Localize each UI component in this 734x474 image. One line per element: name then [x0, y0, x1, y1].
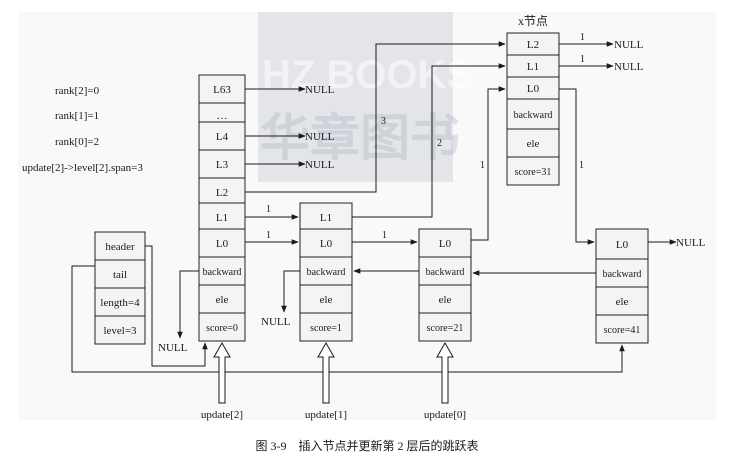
update-0-label: update[0] — [424, 409, 466, 421]
null-label-l4: NULL — [305, 131, 335, 143]
node-score-41: L0 backward ele score=41 — [595, 228, 649, 344]
node21-level-l0: L0 — [439, 238, 452, 250]
node-score-21: L0 backward ele score=21 — [418, 228, 472, 342]
head-level-ellipsis: … — [217, 110, 228, 122]
node1-backward: backward — [307, 267, 346, 278]
svg-text:华章图书: 华章图书 — [260, 109, 460, 167]
span-head-l1: 1 — [266, 204, 271, 215]
span-x-l0: 1 — [579, 160, 584, 171]
xnode-level-l1: L1 — [527, 61, 539, 73]
head-level-l4: L4 — [216, 131, 229, 143]
head-backward: backward — [203, 267, 242, 278]
struct-pointers — [71, 245, 625, 373]
length-field: length=4 — [100, 297, 140, 309]
node1-level-l0: L0 — [320, 238, 333, 250]
forward-pointers: 3 1 1 2 1 1 1 — [245, 41, 595, 245]
update-2-label: update[2] — [201, 409, 243, 421]
head-level-l2: L2 — [216, 187, 228, 199]
node1-level-l1: L1 — [320, 212, 332, 224]
head-ele: ele — [216, 294, 229, 306]
figure-caption: 图 3-9 插入节点并更新第 2 层后的跳跃表 — [256, 438, 479, 453]
header-field: header — [105, 241, 135, 253]
span-n1-l1: 2 — [437, 138, 442, 149]
xnode-score: score=31 — [515, 167, 552, 178]
node21-backward: backward — [426, 267, 465, 278]
span-head-l2: 3 — [381, 116, 386, 127]
rank-1-text: rank[1]=1 — [55, 110, 99, 122]
update-span-text: update[2]->level[2].span=3 — [22, 162, 143, 174]
xnode-level-l0: L0 — [527, 83, 540, 95]
diagram-background — [18, 12, 716, 420]
node1-score: score=1 — [310, 323, 342, 334]
rank-2-text: rank[2]=0 — [55, 85, 100, 97]
head-level-l3: L3 — [216, 159, 229, 171]
head-level-l63: L63 — [213, 84, 231, 96]
node41-level-l0: L0 — [616, 239, 629, 251]
zskiplist-struct: header tail length=4 level=3 — [94, 231, 146, 345]
node1-ele: ele — [320, 294, 333, 306]
node21-score: score=21 — [427, 323, 464, 334]
span-x-l1: 1 — [580, 54, 585, 65]
node41-score: score=41 — [604, 325, 641, 336]
span-n1-l0: 1 — [382, 230, 387, 241]
update-1-label: update[1] — [305, 409, 347, 421]
null-label-x-l2: NULL — [614, 39, 644, 51]
head-level-l1: L1 — [216, 212, 228, 224]
null-arrows: NULL NULL NULL 1 NULL 1 NULL NULL — [245, 32, 706, 249]
xnode-backward: backward — [514, 110, 553, 121]
watermark: HZ BOOKS 华章图书 — [258, 12, 473, 182]
node-score-1: L1 L0 backward ele score=1 — [299, 202, 353, 342]
null-label-l3: NULL — [305, 159, 335, 171]
node21-ele: ele — [439, 294, 452, 306]
null-label-x-l1: NULL — [614, 61, 644, 73]
tail-field: tail — [113, 269, 127, 281]
node41-backward: backward — [603, 269, 642, 280]
head-score: score=0 — [206, 323, 238, 334]
null-label-head-backward: NULL — [158, 342, 188, 354]
svg-text:HZ BOOKS: HZ BOOKS — [262, 53, 473, 97]
x-node-title: x节点 — [518, 14, 548, 28]
head-node: L63 … L4 L3 L2 L1 L0 backward ele score=… — [198, 74, 246, 342]
span-x-l2: 1 — [580, 32, 585, 43]
null-label-n41-l0: NULL — [676, 237, 706, 249]
span-head-l0: 1 — [266, 230, 271, 241]
null-label-node1-backward: NULL — [261, 316, 291, 328]
null-label-l63: NULL — [305, 84, 335, 96]
xnode-ele: ele — [527, 138, 540, 150]
span-n21-l0: 1 — [480, 160, 485, 171]
backward-pointers: NULL NULL — [158, 268, 596, 354]
rank-0-text: rank[0]=2 — [55, 136, 99, 148]
xnode-level-l2: L2 — [527, 39, 539, 51]
node41-ele: ele — [616, 296, 629, 308]
level-field: level=3 — [103, 325, 137, 337]
update-arrows: update[2] update[1] update[0] — [201, 341, 466, 421]
head-level-l0: L0 — [216, 238, 229, 250]
x-node-score-31: x节点 L2 L1 L0 backward ele score=31 — [506, 14, 560, 186]
